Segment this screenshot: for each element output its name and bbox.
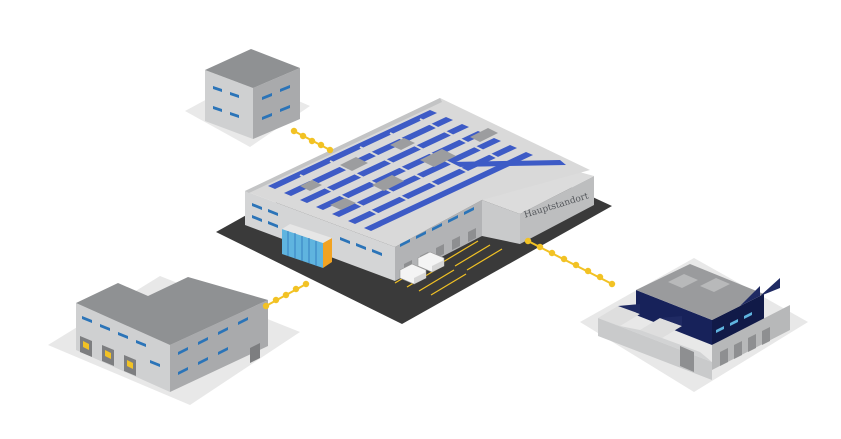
delivery-van-1 [399, 263, 427, 285]
main-wall-front-right [395, 200, 482, 281]
connector-node [326, 146, 334, 154]
factory-hall-sawtooth-1 [618, 304, 640, 314]
connector-node [272, 296, 280, 304]
connector-node [262, 302, 270, 310]
connector-node [584, 267, 592, 275]
factory-hall-sawtooth-3 [740, 286, 760, 306]
factory-hall-roof-1 [598, 306, 640, 326]
annex-wall-side [520, 176, 594, 244]
factory-hall-sawtooth-2 [660, 316, 682, 326]
warehouse-wall-left [76, 303, 170, 392]
office-windows [213, 85, 290, 120]
warehouse-door-1-sign [83, 341, 89, 350]
office-wall-left [205, 70, 253, 139]
connector-node [560, 255, 568, 263]
connector-node [572, 261, 580, 269]
entrance-canopy-roof [282, 224, 332, 243]
warehouse-roof [76, 277, 268, 345]
factory-roof-hatch-2 [700, 278, 730, 292]
connector-node [548, 249, 556, 257]
warehouse-left [48, 276, 300, 405]
connector-left [262, 280, 310, 310]
entrance-mullions [287, 231, 317, 266]
factory-loading-doors [720, 327, 770, 366]
connector-right [524, 237, 616, 288]
factory-main-roof [636, 264, 764, 320]
connector-node [299, 132, 307, 140]
connector-node [524, 237, 532, 245]
warehouse-windows [82, 316, 248, 375]
factory-hall-door [680, 346, 694, 372]
office-roof [205, 49, 300, 88]
entrance-side [323, 238, 332, 268]
factory-right [580, 258, 808, 392]
roof-parapet [245, 98, 442, 193]
delivery-van-2 [417, 251, 445, 273]
connector-node [608, 280, 616, 288]
factory-windows [716, 312, 752, 333]
roof-hatches [300, 128, 498, 210]
connector-node [317, 141, 325, 149]
annex-wall-front [482, 200, 520, 244]
connector-node [302, 280, 310, 288]
solar-panels [268, 110, 566, 231]
connector-node [596, 273, 604, 281]
entrance-glass [282, 229, 323, 268]
main-windows [252, 203, 474, 256]
main-roof [245, 98, 590, 247]
connector-top [290, 127, 334, 154]
warehouse-wall-right [170, 300, 268, 392]
factory-hall-sawtooth-4 [760, 278, 780, 296]
connector-node [536, 243, 544, 251]
connector-node [308, 137, 316, 145]
connector-node [282, 291, 290, 299]
connector-node [292, 285, 300, 293]
factory-hall-roof-2 [640, 318, 682, 338]
main-site: Hauptstandort [216, 98, 612, 324]
office-building-top [185, 49, 310, 147]
connector-node [290, 127, 298, 135]
factory-roof-hatch-1 [668, 274, 698, 288]
warehouse-side-door [250, 343, 260, 363]
solar-panel-gaps [299, 104, 531, 216]
warehouse-door-3-sign [127, 360, 133, 369]
warehouse-door-2-sign [105, 350, 111, 359]
